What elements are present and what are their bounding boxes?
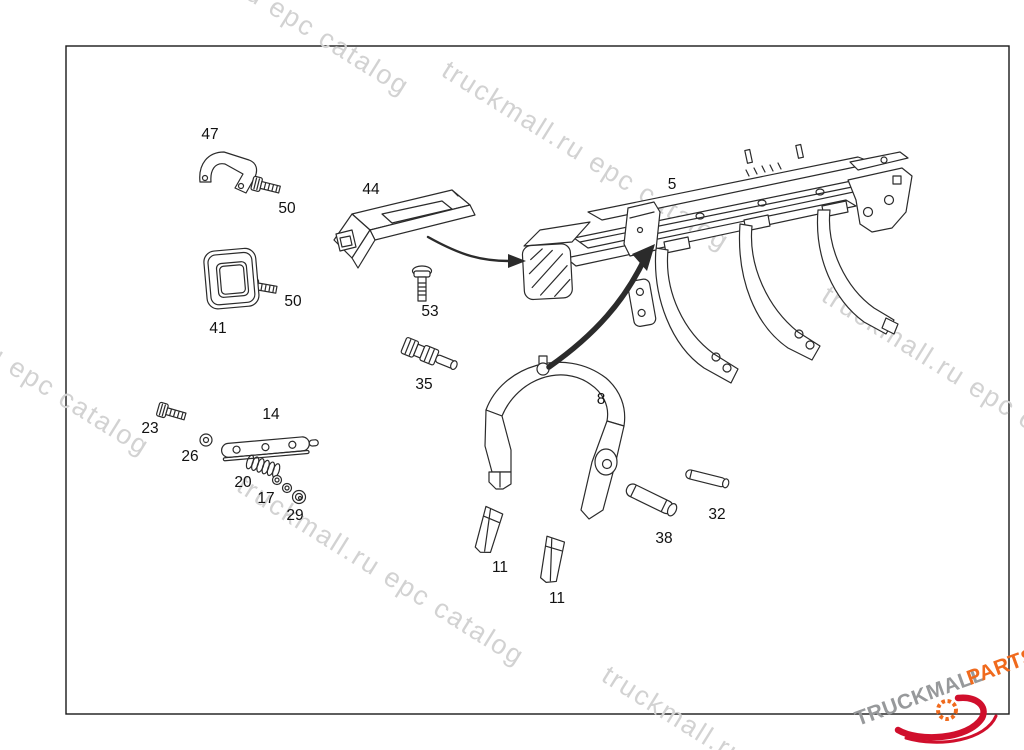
part-17-label: 17 (257, 490, 274, 507)
part-11-right-label: 11 (549, 590, 565, 607)
part-8-drawing (484, 355, 626, 520)
part-35-label: 35 (415, 376, 432, 393)
part-41-drawing (203, 247, 260, 310)
label-layer: 47 50 44 5 41 50 53 35 8 23 26 14 20 17 … (141, 126, 725, 607)
part-38-drawing (625, 483, 678, 517)
part-29-drawing (291, 489, 307, 505)
arrow-8-to-5 (546, 244, 655, 370)
diagram-border (65, 45, 1010, 715)
watermark-text: truckmall.ru epc catalog (232, 470, 530, 672)
part-50-upper-label: 50 (278, 200, 296, 217)
watermark-text: truckmall.ru epc catalog (817, 280, 1024, 482)
part-11-right-drawing (540, 535, 566, 583)
part-32-label: 32 (708, 506, 725, 523)
part-26-drawing (199, 433, 213, 447)
part-53-drawing (411, 265, 433, 302)
part-26-label: 26 (181, 448, 198, 465)
watermark-text: truckmall.ru epc catalog (117, 0, 415, 102)
brand-swirl-tail-icon (904, 714, 998, 744)
part-17-drawing (271, 474, 293, 494)
part-44-label: 44 (362, 181, 380, 198)
part-44-drawing (333, 189, 476, 269)
part-41-label: 41 (209, 320, 226, 337)
part-20-label: 20 (234, 474, 252, 491)
brand-logo: TRUCKMALL PARTS (852, 644, 1024, 744)
part-32-drawing (685, 469, 730, 489)
part-11-left-drawing (474, 505, 504, 553)
brand-gear-icon (936, 699, 958, 721)
part-50-upper-drawing (250, 175, 282, 197)
part-29-label: 29 (286, 507, 303, 524)
part-47-drawing (199, 151, 258, 194)
watermark-text: truckmall.ru epc catalog (597, 660, 895, 750)
watermark-text: truckmall.ru epc catalog (0, 260, 155, 462)
brand-name-parts: PARTS (964, 644, 1024, 690)
part-35-drawing (400, 337, 458, 371)
part-8-label: 8 (597, 391, 606, 408)
part-5-drawing (521, 143, 913, 384)
part-11-left-label: 11 (492, 559, 508, 576)
part-38-label: 38 (655, 530, 672, 547)
part-47-label: 47 (201, 126, 218, 143)
part-14-label: 14 (262, 406, 280, 423)
part-14-drawing (220, 436, 319, 462)
part-5-label: 5 (668, 176, 677, 193)
part-53-label: 53 (421, 303, 438, 320)
part-23-drawing (155, 401, 188, 424)
arrow-44-to-5 (426, 235, 526, 268)
part-50-lower-label: 50 (284, 293, 302, 310)
brand-swirl-icon (894, 694, 987, 741)
part-23-label: 23 (141, 420, 158, 437)
